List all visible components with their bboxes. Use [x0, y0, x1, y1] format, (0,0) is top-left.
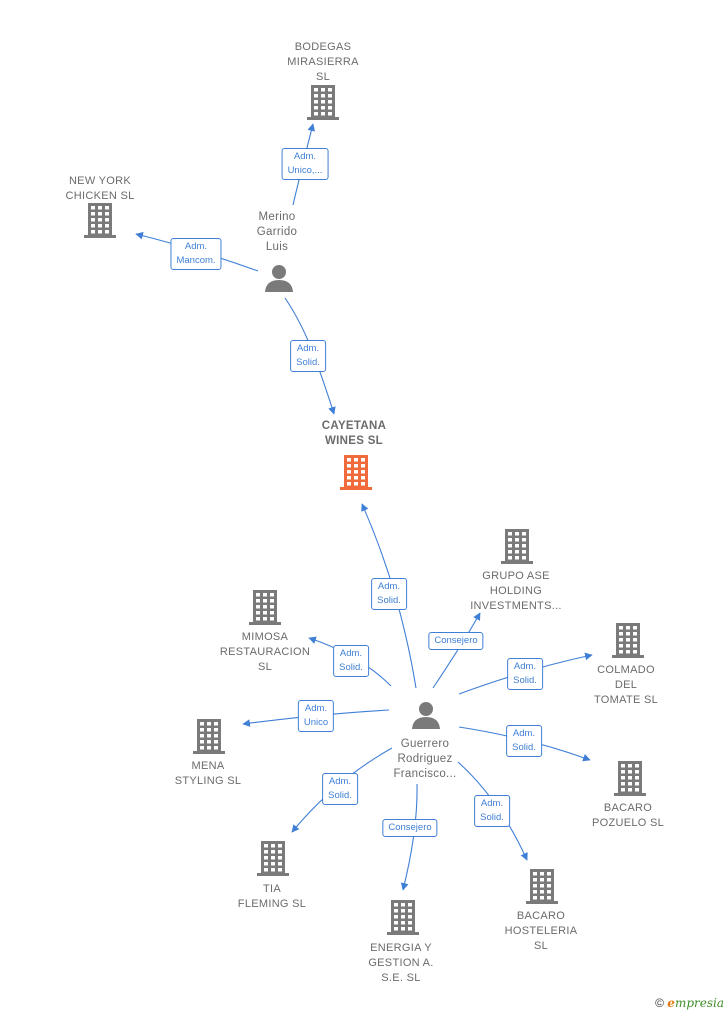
building-icon[interactable] — [340, 455, 372, 490]
edge-label-merino-newyork[interactable]: Adm. Mancom. — [170, 238, 222, 270]
edge-label-merino-cayetana[interactable]: Adm. Solid. — [290, 340, 326, 372]
building-icon[interactable] — [193, 719, 225, 754]
edge-guerrero-grupo — [432, 612, 481, 689]
building-icon[interactable] — [614, 761, 646, 796]
edge-label-guerrero-tia[interactable]: Adm. Solid. — [322, 773, 358, 805]
edge-label-guerrero-cayetana[interactable]: Adm. Solid. — [371, 578, 407, 610]
edge-label-merino-bodegas[interactable]: Adm. Unico,... — [281, 148, 329, 180]
node-label-energia[interactable]: ENERGIA Y GESTION A. S.E. SL — [368, 942, 434, 984]
node-label-mena[interactable]: MENA STYLING SL — [174, 760, 242, 787]
node-label-pozuelo[interactable]: BACARO POZUELO SL — [591, 802, 665, 829]
edge-label-guerrero-colmado[interactable]: Adm. Solid. — [507, 658, 543, 690]
edge-label-guerrero-pozuelo[interactable]: Adm. Solid. — [506, 725, 542, 757]
edge-label-guerrero-hosteleria[interactable]: Adm. Solid. — [474, 795, 510, 827]
brand-name: mpresia — [674, 996, 724, 1010]
building-icon[interactable] — [612, 623, 644, 658]
node-label-newyork[interactable]: NEW YORK CHICKEN SL — [65, 175, 135, 202]
edge-label-guerrero-energia[interactable]: Consejero — [382, 819, 438, 837]
edge-label-guerrero-grupo[interactable]: Consejero — [428, 632, 484, 650]
edge-label-guerrero-mena[interactable]: Adm. Unico — [297, 700, 335, 732]
building-icon[interactable] — [249, 590, 281, 625]
edge-guerrero-energia — [400, 783, 418, 891]
building-icon[interactable] — [84, 203, 116, 238]
person-icon[interactable] — [265, 265, 293, 292]
node-label-guerrero[interactable]: Guerrero Rodriguez Francisco... — [393, 738, 457, 780]
node-label-cayetana[interactable]: CAYETANA WINES SL — [321, 420, 387, 447]
building-icon[interactable] — [526, 869, 558, 904]
building-icon[interactable] — [501, 529, 533, 564]
person-icon[interactable] — [412, 702, 440, 729]
building-icon[interactable] — [387, 900, 419, 935]
node-label-merino[interactable]: Merino Garrido Luis — [256, 211, 298, 253]
building-icon[interactable] — [307, 85, 339, 120]
node-label-bodegas[interactable]: BODEGAS MIRASIERRA SL — [287, 41, 359, 83]
footer-brand: © empresia — [655, 996, 724, 1010]
edge-label-guerrero-mimosa[interactable]: Adm. Solid. — [333, 645, 369, 677]
building-icon[interactable] — [257, 841, 289, 876]
node-label-colmado[interactable]: COLMADO DEL TOMATE SL — [593, 664, 659, 706]
node-label-mimosa[interactable]: MIMOSA RESTAURACION SL — [219, 631, 311, 673]
node-label-grupo[interactable]: GRUPO ASE HOLDING INVESTMENTS... — [470, 570, 562, 612]
node-label-tia[interactable]: TIA FLEMING SL — [237, 883, 307, 910]
brand-initial: e — [667, 996, 675, 1010]
copyright-icon: © — [655, 996, 664, 1010]
node-label-hosteleria[interactable]: BACARO HOSTELERIA SL — [504, 910, 578, 952]
